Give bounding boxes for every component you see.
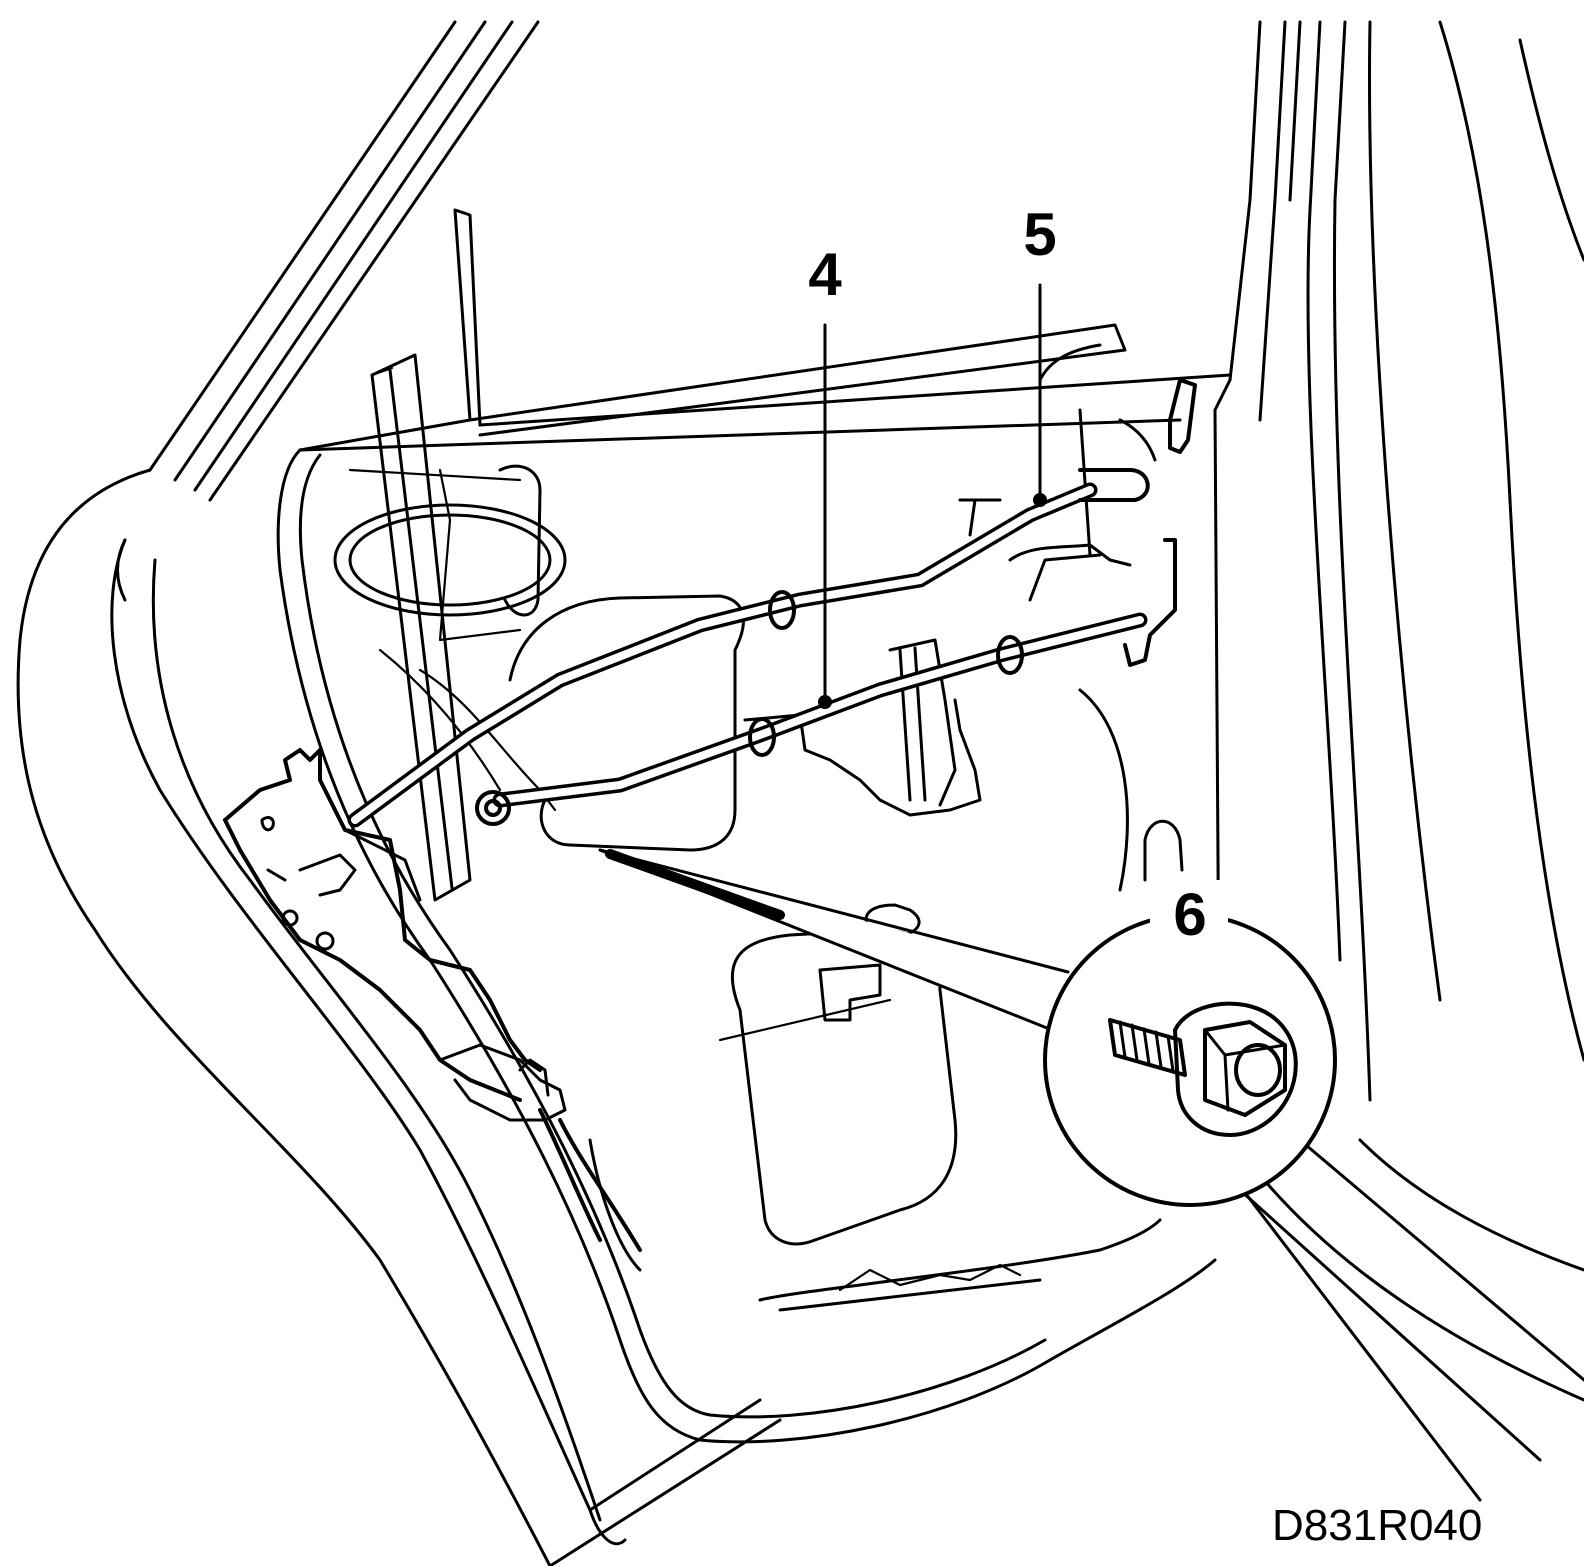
handle-linkage	[958, 378, 1197, 667]
panel-cutouts	[508, 408, 1184, 892]
bolt-icon	[1108, 1001, 1298, 1137]
reference-code: D831R040	[1272, 1501, 1482, 1550]
rod-4	[492, 612, 1148, 808]
callout-6: 6	[1173, 881, 1206, 948]
door-inner-panel	[276, 208, 1232, 1444]
door-frame-outer	[16, 20, 782, 1566]
door-frame-right	[1213, 20, 1584, 1502]
rod-clips	[475, 590, 1024, 826]
leader-dot-4	[818, 695, 832, 709]
callout-5: 5	[1023, 201, 1056, 268]
leader-lines	[818, 283, 1047, 709]
speaker-opening	[333, 464, 567, 642]
callout-4: 4	[808, 241, 842, 308]
callout-labels: 4 5 6	[808, 201, 1206, 948]
window-channel	[370, 353, 472, 902]
rod-5	[347, 482, 1098, 828]
bolt-magnifier	[598, 848, 1337, 1207]
leader-dot-5	[1033, 493, 1047, 507]
door-latch-assembly	[223, 748, 642, 1272]
